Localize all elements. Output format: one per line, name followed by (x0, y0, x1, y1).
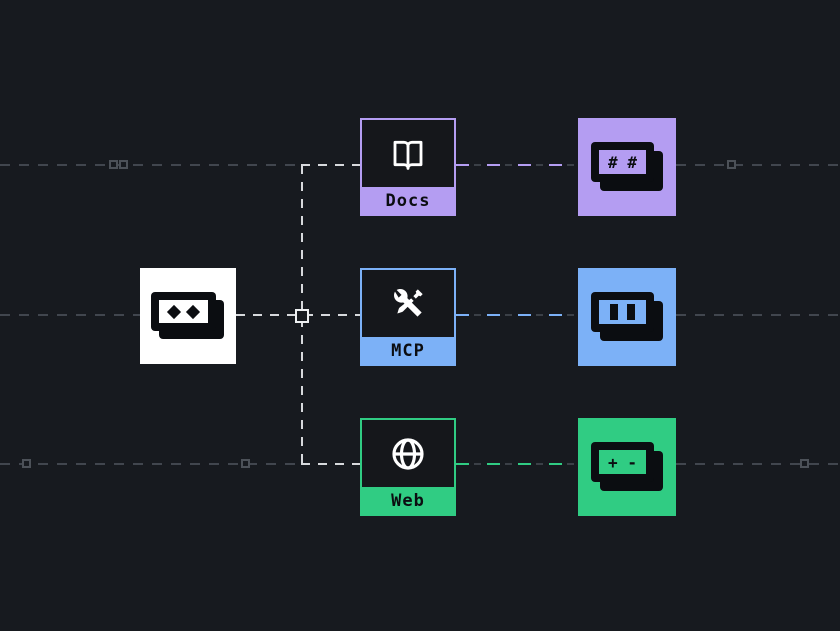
cassette-frame (591, 292, 654, 332)
mcp-label: MCP (362, 337, 454, 364)
cassette-frame: + - (591, 442, 654, 482)
plusminus-glyphs: + - (599, 450, 646, 474)
connector-row3-right-gray (676, 463, 840, 465)
source-node-web: Web (360, 418, 456, 516)
web-label: Web (362, 487, 454, 514)
web-icon-area (362, 420, 454, 487)
connector-row1-left-gray (0, 164, 301, 166)
source-node-mcp: MCP (360, 268, 456, 366)
docs-label: Docs (362, 187, 454, 214)
slot-bar-icon (627, 304, 635, 320)
connector-docs-to-output (456, 164, 578, 166)
globe-icon (392, 437, 424, 470)
docs-icon-area (362, 120, 454, 187)
port-square-icon (119, 160, 128, 169)
connector-web-to-output (456, 463, 578, 465)
cassette-frame (151, 292, 216, 331)
slot-bar-icon (610, 304, 618, 320)
eye-diamond-icon (185, 304, 201, 319)
slot-bars (599, 300, 646, 324)
port-square-icon (241, 459, 250, 468)
robot-eyes (159, 300, 208, 323)
port-square-icon (727, 160, 736, 169)
port-square-icon (22, 459, 31, 468)
output-node-mcp (578, 268, 676, 366)
agent-node (140, 268, 236, 364)
connector-mcp-to-output (456, 314, 578, 316)
port-square-icon (800, 459, 809, 468)
cassette-hash-icon: # # (591, 142, 663, 192)
connector-row2-right-gray (676, 314, 840, 316)
eye-diamond-icon (166, 304, 182, 319)
cassette-slots-icon (591, 292, 663, 342)
connector-row2-left-gray (0, 314, 140, 316)
connector-junction-to-web (301, 463, 360, 465)
open-book-icon (393, 140, 423, 170)
tools-icon (394, 288, 423, 317)
connector-row3-left-gray (0, 463, 301, 465)
output-node-docs: # # (578, 118, 676, 216)
hash-glyphs: # # (599, 150, 646, 174)
output-node-web: + - (578, 418, 676, 516)
branch-junction-square (295, 309, 309, 323)
cassette-frame: # # (591, 142, 654, 182)
source-node-docs: Docs (360, 118, 456, 216)
cassette-plusminus-icon: + - (591, 442, 663, 492)
cassette-robot-icon (151, 292, 225, 340)
connector-row1-right-gray (676, 164, 840, 166)
mcp-icon-area (362, 270, 454, 337)
connector-junction-to-docs (301, 164, 360, 166)
port-square-icon (109, 160, 118, 169)
